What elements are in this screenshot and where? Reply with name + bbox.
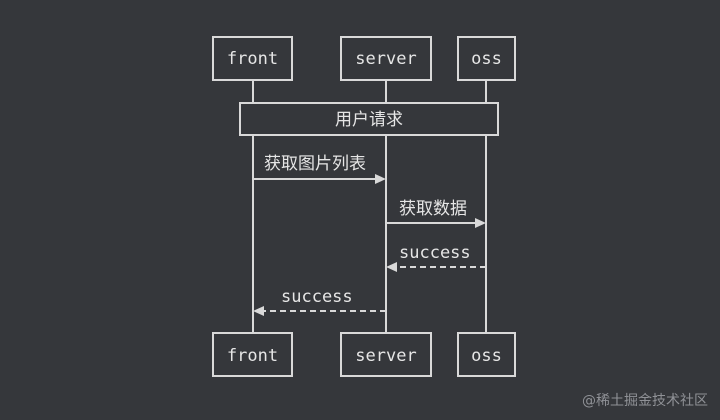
message-4: success — [253, 287, 386, 316]
note-box — [239, 102, 499, 136]
participant-label: oss — [471, 346, 502, 366]
arrowhead-icon — [475, 218, 486, 228]
message-3: success — [386, 243, 486, 272]
participant-top-front: front — [212, 36, 293, 81]
participant-label: server — [355, 346, 416, 366]
participant-box — [457, 332, 516, 377]
arrowhead-icon — [253, 306, 264, 316]
participant-bottom-front: front — [212, 332, 293, 377]
participant-label: server — [355, 49, 416, 69]
message-label: 获取数据 — [399, 199, 467, 219]
note-label: 用户请求 — [335, 110, 403, 130]
participant-box — [457, 36, 516, 81]
participant-box — [212, 36, 293, 81]
participant-top-oss: oss — [457, 36, 516, 81]
participant-bottom-oss: oss — [457, 332, 516, 377]
participant-box — [340, 36, 432, 81]
participant-box — [212, 332, 293, 377]
participant-top-server: server — [340, 36, 432, 81]
message-2: 获取数据 — [386, 199, 486, 228]
arrowhead-icon — [386, 262, 397, 272]
message-label: success — [399, 243, 471, 263]
watermark: @稀土掘金技术社区 — [582, 393, 708, 409]
note-over: 用户请求 — [239, 102, 499, 136]
arrowhead-icon — [375, 174, 386, 184]
participant-label: oss — [471, 49, 502, 69]
participant-box — [340, 332, 432, 377]
participant-bottom-server: server — [340, 332, 432, 377]
message-label: 获取图片列表 — [264, 154, 366, 174]
participant-label: front — [227, 49, 278, 69]
message-1: 获取图片列表 — [253, 154, 386, 184]
participant-label: front — [227, 346, 278, 366]
message-label: success — [281, 287, 353, 307]
